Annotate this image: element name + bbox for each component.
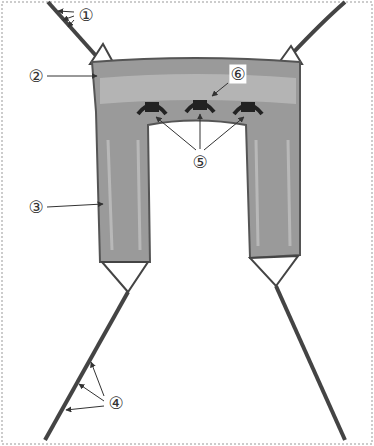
callout-number: ② xyxy=(27,67,44,86)
shoulder-strap xyxy=(48,2,98,58)
strap-loop xyxy=(250,256,298,286)
handle-symbols xyxy=(138,102,262,114)
back-panel-band xyxy=(100,74,296,104)
callout-number: ④ xyxy=(107,394,124,413)
callout-number: ① xyxy=(77,6,94,25)
leg-strap xyxy=(276,286,345,440)
leader-lines xyxy=(47,11,244,410)
leg-strap xyxy=(45,292,128,440)
strap-loop xyxy=(102,262,148,292)
shoulder-strap xyxy=(290,2,345,56)
sling-body xyxy=(92,58,300,262)
leg-stitching xyxy=(108,140,290,250)
callout-number: ⑤ xyxy=(191,153,208,172)
callout-number: ⑥ xyxy=(229,65,246,84)
callout-number: ③ xyxy=(27,198,44,217)
